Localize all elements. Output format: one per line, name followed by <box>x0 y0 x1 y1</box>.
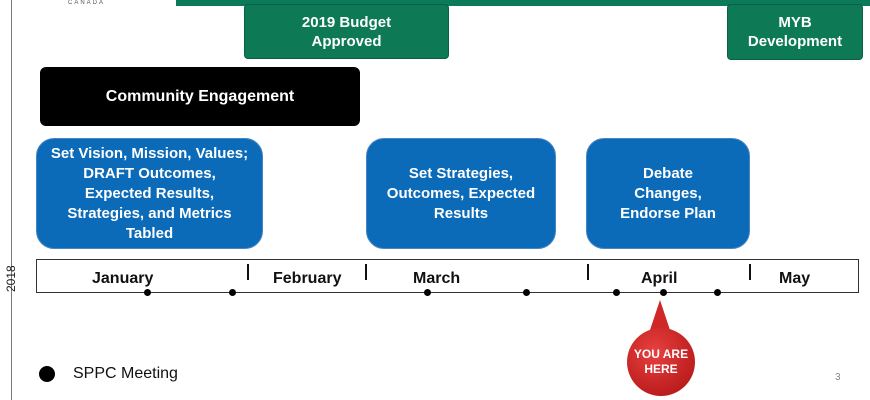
month-divider <box>749 264 751 280</box>
phase-strategies-label: Set Strategies, Outcomes, Expected Resul… <box>386 164 536 222</box>
you-are-here-marker: YOU ARE HERE <box>627 300 695 396</box>
milestone-budget-label: 2019 Budget Approved <box>301 13 392 50</box>
timeline-year: 2018 <box>4 265 18 292</box>
month-divider <box>247 264 249 280</box>
month-april: April <box>641 270 678 287</box>
legend-label: SPPC Meeting <box>73 365 178 382</box>
phase-debate-box: Debate Changes, Endorse Plan <box>586 138 750 249</box>
milestone-myb-development: MYB Development <box>727 4 863 60</box>
phase-vision-box: Set Vision, Mission, Values; DRAFT Outco… <box>36 138 263 249</box>
sppc-meeting-dot <box>144 289 151 296</box>
sppc-meeting-dot <box>424 289 431 296</box>
month-march: March <box>413 270 461 287</box>
sppc-meeting-dot <box>523 289 530 296</box>
month-divider <box>587 264 589 280</box>
phase-strategies-box: Set Strategies, Outcomes, Expected Resul… <box>366 138 556 249</box>
community-engagement-bar: Community Engagement <box>40 67 360 126</box>
slide-left-rule <box>11 0 12 400</box>
marker-line-2: HERE <box>644 362 677 376</box>
month-divider <box>365 264 367 280</box>
logo-subtext: CANADA <box>68 0 106 6</box>
phase-vision-label: Set Vision, Mission, Values; DRAFT Outco… <box>50 144 249 242</box>
header-bar <box>176 0 870 6</box>
phase-debate-label: Debate Changes, Endorse Plan <box>620 164 716 222</box>
month-february: February <box>273 270 342 287</box>
month-may: May <box>779 270 811 287</box>
sppc-meeting-dot <box>714 289 721 296</box>
marker-circle <box>627 328 695 396</box>
marker-line-1: YOU ARE <box>634 347 688 361</box>
month-january: January <box>92 270 154 287</box>
sppc-meeting-dot <box>613 289 620 296</box>
legend-dot-icon <box>39 366 55 382</box>
marker-pointer <box>648 300 672 336</box>
sppc-meeting-dot <box>229 289 236 296</box>
community-engagement-label: Community Engagement <box>105 87 295 105</box>
milestone-budget-approved: 2019 Budget Approved <box>244 4 449 59</box>
page-number: 3 <box>835 372 841 383</box>
milestone-myb-label: MYB Development <box>747 14 843 50</box>
timeline-bar <box>36 259 859 293</box>
sppc-meeting-dot <box>660 289 667 296</box>
